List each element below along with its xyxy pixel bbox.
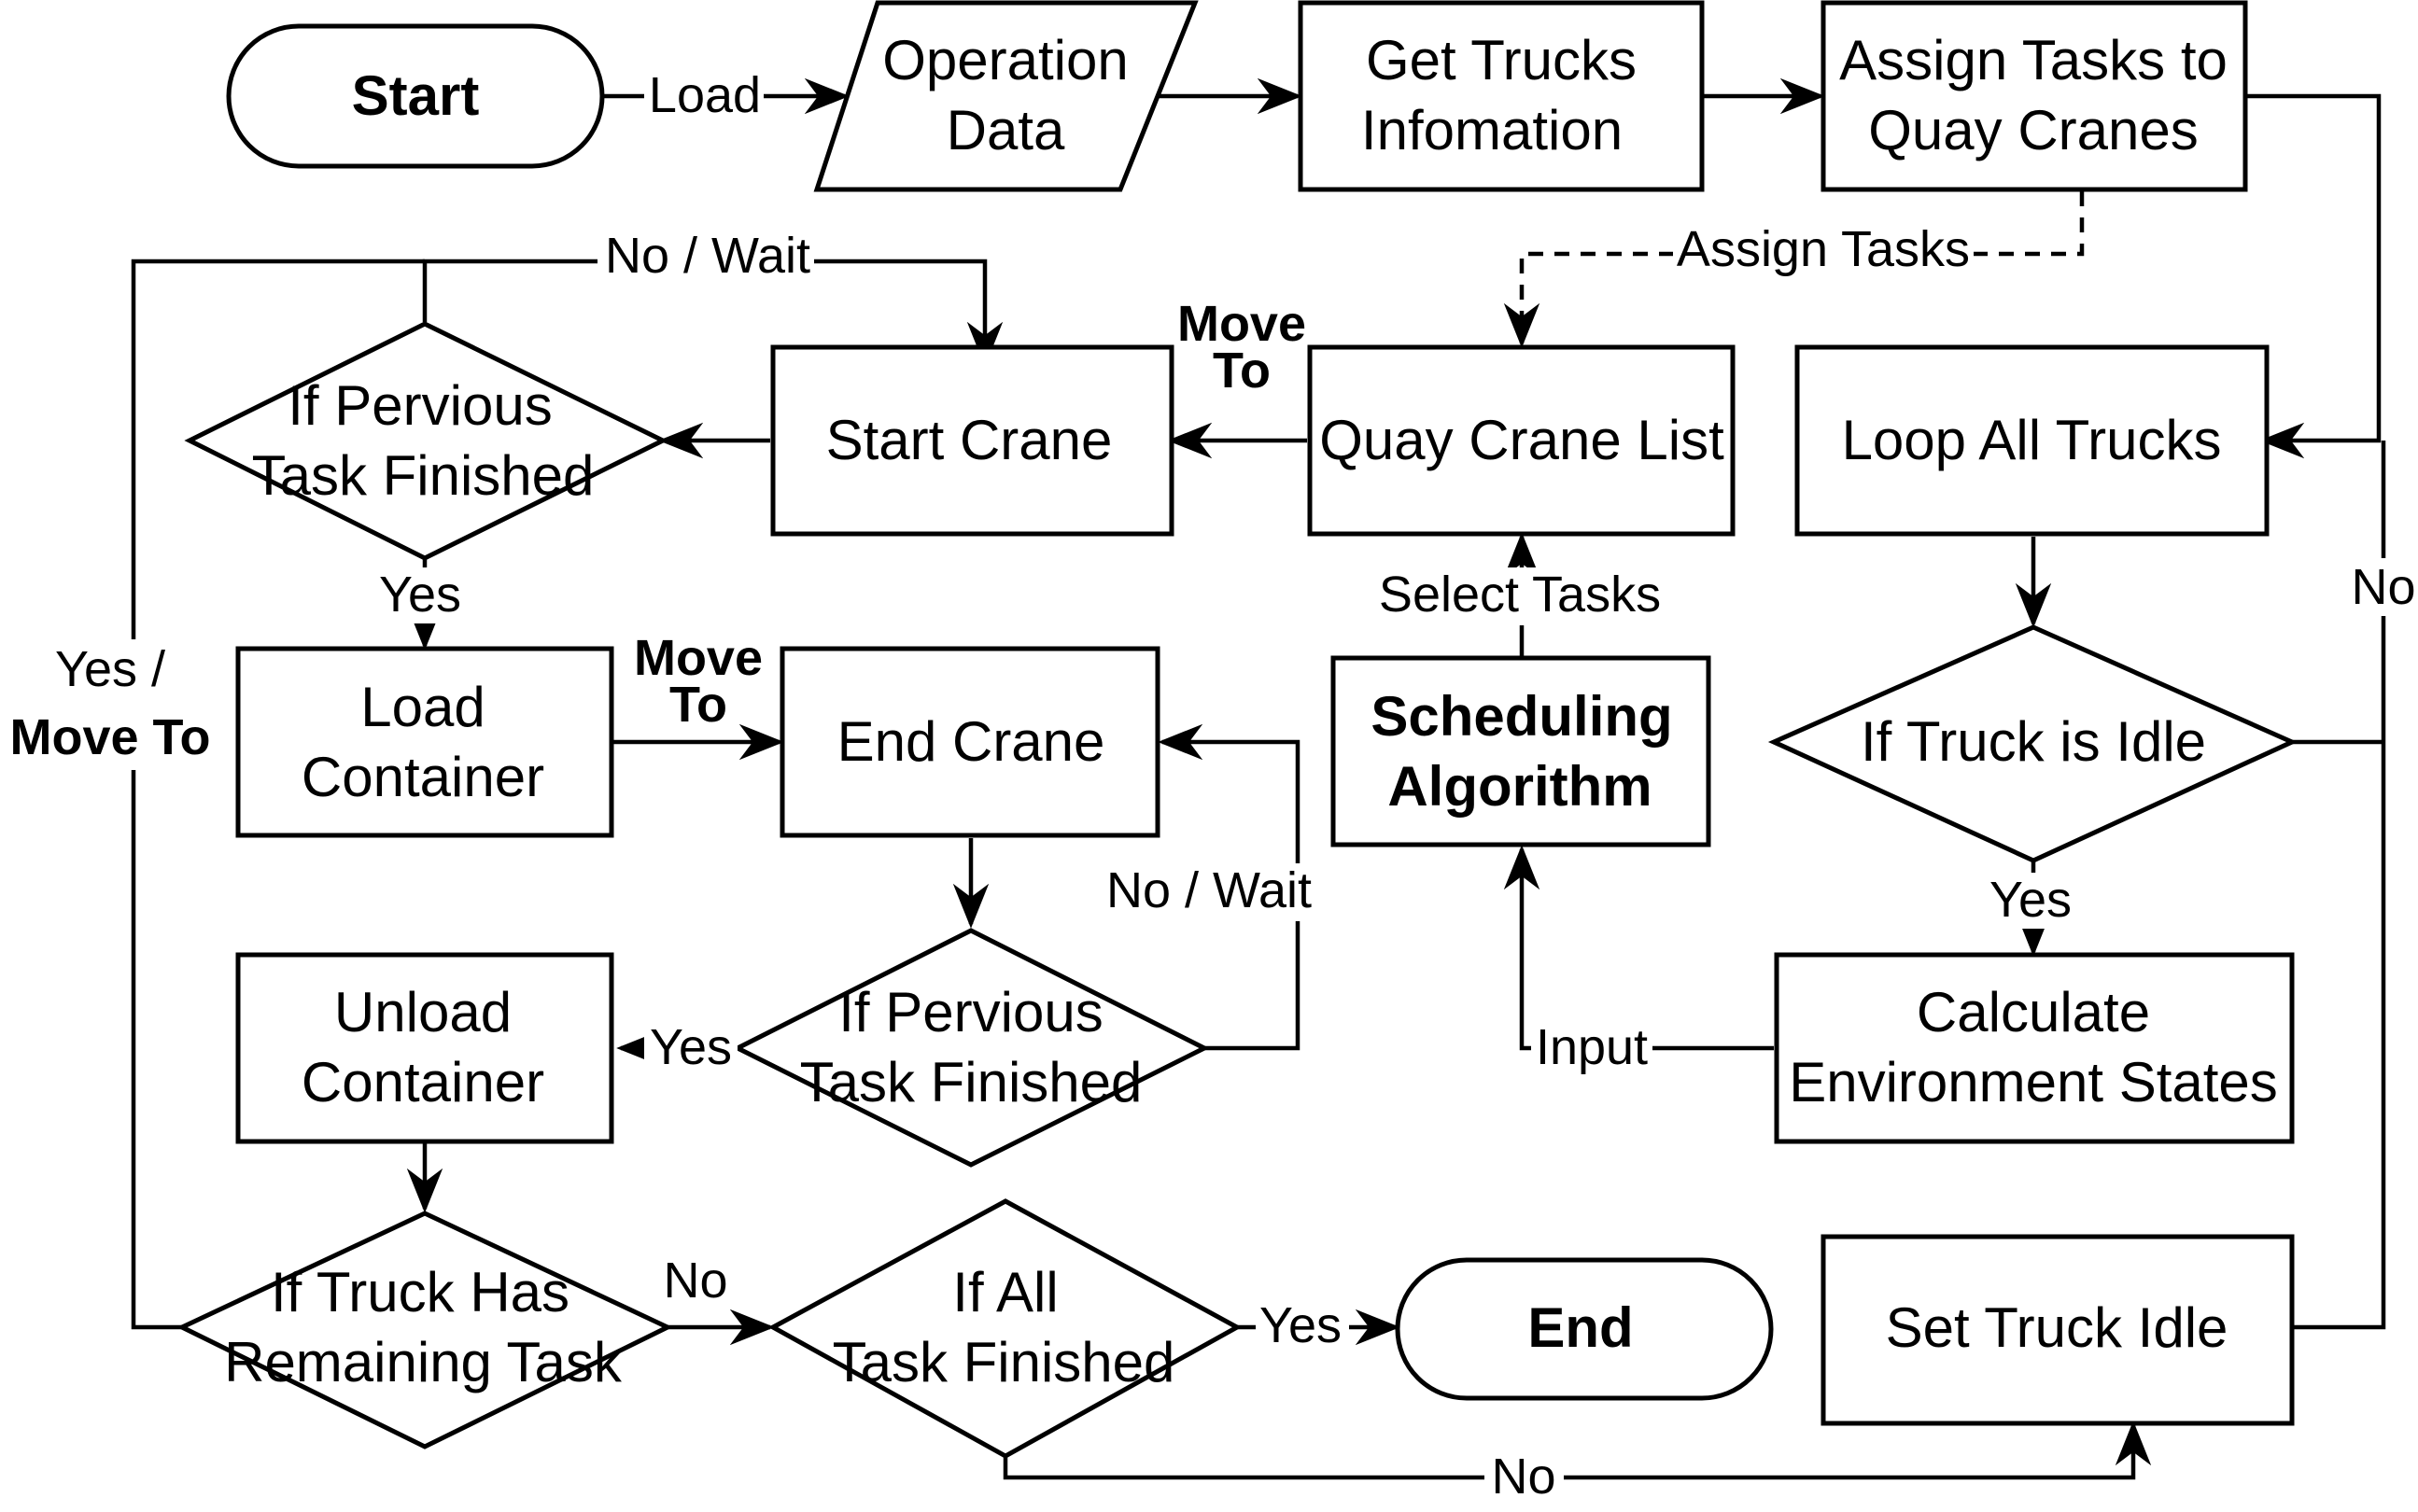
operation-data-node: Operation Data	[813, 0, 1199, 192]
end-crane-label: End Crane	[837, 710, 1105, 773]
scheduling-label-1: Scheduling	[1371, 685, 1672, 748]
prev-task-finished-decision-2: If Pervious Task Finished	[732, 928, 1210, 1168]
scheduling-label-2: Algorithm	[1387, 755, 1652, 818]
edge-label-move-to-1a: Move	[1177, 296, 1306, 352]
quay-crane-list-node: Quay Crane List	[1307, 344, 1736, 537]
edge-label-yes-end: Yes	[1259, 1297, 1342, 1353]
prev-task-finished-decision-1: If Pervious Task Finished	[184, 321, 668, 561]
scheduling-algorithm-node: Scheduling Algorithm	[1330, 655, 1711, 847]
edge-calc-to-scheduling	[1503, 845, 1774, 1051]
edge-label-no-wait-2: No / Wait	[1106, 862, 1312, 918]
load-container-node: Load Container	[235, 646, 614, 838]
edge-remaining-yes-loop	[131, 259, 425, 1330]
assign-tasks-label-2: Quay Cranes	[1868, 99, 2199, 161]
all-finished-decision: If All Task Finished	[767, 1198, 1243, 1459]
remaining-task-label-1: If Truck Has	[271, 1261, 569, 1323]
edge-label-yes-move-a: Yes /	[55, 641, 165, 697]
operation-data-label-2: Data	[947, 99, 1065, 161]
edge-all-finished-no	[1003, 1421, 2152, 1480]
end-label: End	[1527, 1296, 1633, 1359]
loop-all-trucks-label: Loop All Trucks	[1842, 409, 2222, 471]
calc-env-label-2: Environment States	[1789, 1051, 2278, 1113]
end-crane-node: End Crane	[780, 646, 1160, 838]
calc-env-label-1: Calculate	[1917, 981, 2150, 1043]
start-terminal: Start	[226, 23, 605, 169]
edge-label-select-tasks: Select Tasks	[1379, 567, 1661, 623]
get-trucks-label-1: Get Trucks	[1366, 29, 1637, 91]
set-truck-idle-label: Set Truck Idle	[1886, 1296, 2228, 1359]
edge-label-yes-move-b: Move To	[10, 709, 211, 765]
set-truck-idle-node: Set Truck Idle	[1821, 1234, 2295, 1426]
operation-data-label-1: Operation	[882, 29, 1129, 91]
edge-label-yes-idle: Yes	[1989, 872, 2072, 928]
edge-label-load: Load	[649, 67, 761, 123]
prev-task-2-label-2: Task Finished	[800, 1051, 1143, 1113]
edge-label-no-bottom: No	[1491, 1449, 1555, 1505]
unload-container-label-1: Unload	[334, 981, 512, 1043]
edge-label-no-remaining: No	[663, 1253, 727, 1309]
edge-label-move-to-1b: To	[1213, 343, 1271, 399]
nodes: Start Operation Data Get Trucks Infomati…	[176, 0, 2299, 1459]
get-trucks-label-2: Infomation	[1361, 99, 1623, 161]
all-finished-label-1: If All	[952, 1261, 1058, 1323]
edge-label-yes-1: Yes	[379, 567, 461, 623]
loop-all-trucks-node: Loop All Trucks	[1794, 344, 2270, 537]
edge-label-no-right: No	[2351, 559, 2415, 615]
load-container-label-1: Load	[360, 676, 485, 738]
edge-label-assign-tasks: Assign Tasks	[1677, 221, 1970, 277]
edge-label-input: Input	[1536, 1019, 1648, 1075]
edge-labels: Load Assign Tasks Move To No / Wait Yes …	[3, 65, 2416, 1505]
start-crane-node: Start Crane	[770, 344, 1174, 537]
start-crane-label: Start Crane	[826, 409, 1113, 471]
truck-idle-label: If Truck is Idle	[1861, 710, 2206, 773]
edge-set-idle-loop	[2292, 441, 2386, 1330]
start-label: Start	[352, 64, 480, 127]
assign-tasks-label-1: Assign Tasks to	[1839, 29, 2228, 91]
prev-task-2-label-1: If Pervious	[838, 981, 1103, 1043]
prev-task-1-label-2: Task Finished	[252, 444, 595, 507]
remaining-task-label-2: Remaining Task	[224, 1331, 623, 1393]
prev-task-1-label-1: If Pervious	[288, 374, 552, 437]
truck-idle-decision: If Truck is Idle	[1767, 624, 2299, 863]
load-container-label-2: Container	[302, 746, 544, 808]
edge-assign-tasks-to-loop-trucks	[2241, 93, 2382, 459]
edge-label-move-to-2a: Move	[634, 630, 763, 686]
unload-container-label-2: Container	[302, 1051, 544, 1113]
get-trucks-node: Get Trucks Infomation	[1298, 0, 1705, 192]
end-terminal: End	[1395, 1257, 1774, 1401]
edge-label-yes-unload: Yes	[650, 1019, 732, 1075]
all-finished-label-2: Task Finished	[833, 1331, 1175, 1393]
calculate-env-node: Calculate Environment States	[1774, 952, 2295, 1144]
edge-label-no-wait-1: No / Wait	[605, 228, 810, 284]
edge-label-move-to-2b: To	[669, 677, 727, 733]
unload-container-node: Unload Container	[235, 952, 614, 1144]
remaining-task-decision: If Truck Has Remaining Task	[176, 1211, 673, 1449]
quay-crane-list-label: Quay Crane List	[1319, 409, 1724, 471]
assign-tasks-node: Assign Tasks to Quay Cranes	[1821, 0, 2248, 192]
